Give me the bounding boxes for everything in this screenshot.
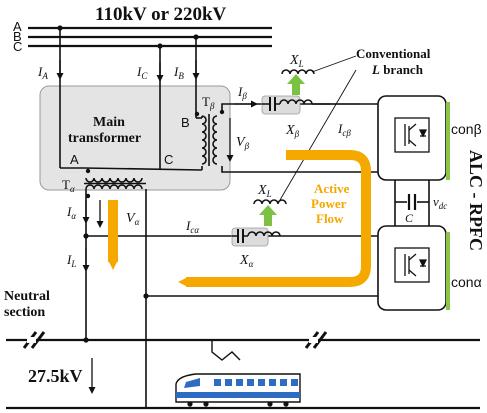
v-beta-label: Vβ xyxy=(236,135,250,151)
transformer-label-line1: Main xyxy=(93,115,125,130)
vdc-label: vdc xyxy=(433,194,447,211)
i-calpha-label: Icα xyxy=(185,218,199,235)
con-alpha-box xyxy=(377,225,447,311)
supply-voltage-title: 110kV or 220kV xyxy=(95,4,227,25)
active-power-flow-arrow xyxy=(178,150,371,287)
igbt-icon xyxy=(394,247,430,283)
t-alpha-label: Tα xyxy=(62,177,75,194)
wire-junction-dots xyxy=(83,233,149,299)
break-gap-right xyxy=(309,337,318,343)
x-alpha-label: Xα xyxy=(239,253,254,269)
x-beta-label: Xβ xyxy=(285,123,300,139)
three-phase-bus xyxy=(28,26,272,48)
t-beta-label: Tβ xyxy=(202,94,215,111)
xl-top-label: XL xyxy=(289,53,304,69)
neutral-section-line1: Neutral xyxy=(4,289,50,304)
i-alpha-label: Iα xyxy=(66,204,76,221)
phase-label-a: A xyxy=(13,19,22,34)
v-alpha-label: Vα xyxy=(126,211,140,227)
transformer-coil-icon xyxy=(201,114,218,166)
transformer-label-line2: transformer xyxy=(68,131,141,146)
inductor-icon xyxy=(247,231,281,237)
capacitor-icon xyxy=(262,97,280,111)
capacitor-icon xyxy=(232,229,248,243)
catenary-junction-dots xyxy=(83,337,89,343)
conventional-branch-line1: Conventional xyxy=(356,46,431,61)
current-label-ia: IA xyxy=(37,64,48,81)
i-beta-label: Iβ xyxy=(237,84,247,101)
con-beta-box xyxy=(377,95,447,181)
current-label-ic: IC xyxy=(136,64,148,81)
power-flow-label-line2: Power xyxy=(311,196,347,211)
power-flow-label-line1: Active xyxy=(314,181,350,196)
phase-label-c: C xyxy=(13,39,22,54)
primary-current-arrows xyxy=(56,60,200,82)
capacitor-icon xyxy=(407,194,417,210)
inductor-icon xyxy=(279,99,313,105)
con-alpha-green-edge xyxy=(446,232,450,310)
catenary-voltage-label: 27.5kV xyxy=(28,366,83,386)
current-label-ib: IB xyxy=(173,64,184,81)
terminal-a-label: A xyxy=(70,152,79,167)
terminal-c-label: C xyxy=(164,152,173,167)
terminal-b-label: B xyxy=(181,115,190,130)
con-beta-label: conβ xyxy=(451,121,482,137)
igbt-icon xyxy=(394,117,430,153)
capacitor-label: C xyxy=(405,211,414,225)
power-flow-label-line3: Flow xyxy=(316,211,344,226)
con-alpha-label: conα xyxy=(451,274,482,290)
inductor-icon xyxy=(253,199,287,205)
conventional-branch-line2: L branch xyxy=(371,62,424,77)
green-arrow-bottom xyxy=(259,205,277,226)
i-l-label: IL xyxy=(66,252,76,269)
alc-rpfc-title: ALC - RPFC xyxy=(466,150,486,251)
transformer-coil-icon xyxy=(84,177,146,190)
phase-label-b: B xyxy=(13,29,22,44)
neutral-section-line2: section xyxy=(4,305,45,320)
con-beta-green-edge xyxy=(446,102,450,180)
inductor-icon xyxy=(281,69,315,75)
dc-link xyxy=(394,180,430,226)
alpha-winding-dots xyxy=(85,168,91,199)
callout-lines xyxy=(279,55,357,201)
train-icon xyxy=(175,340,301,407)
break-gap-left xyxy=(27,337,36,343)
beta-l-branch xyxy=(261,95,301,115)
i-cbeta-label: Icβ xyxy=(337,121,351,138)
xl-bottom-label: XL xyxy=(257,183,272,199)
green-arrow-top xyxy=(287,74,305,95)
